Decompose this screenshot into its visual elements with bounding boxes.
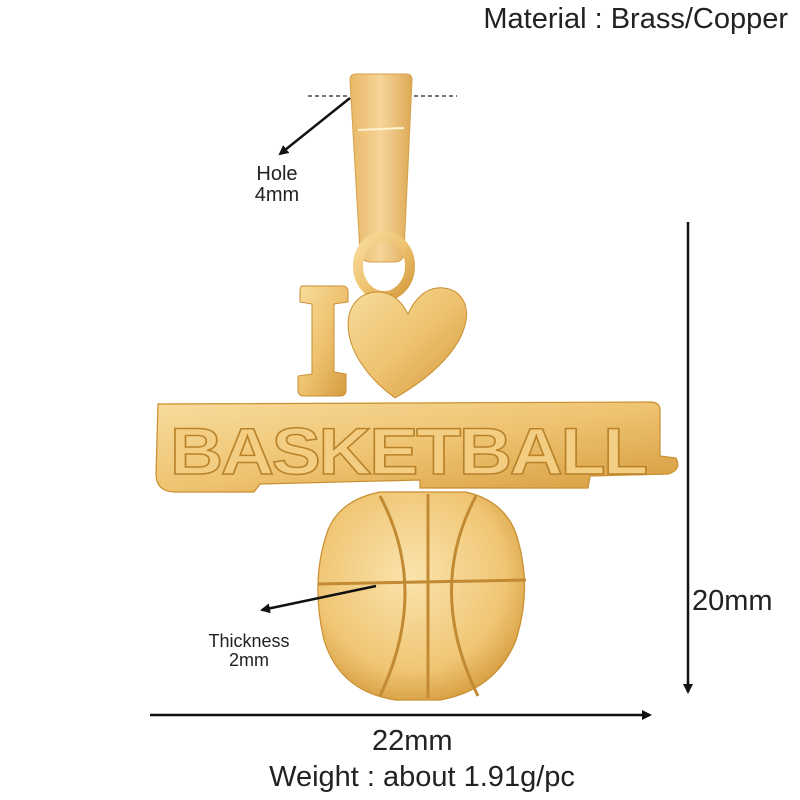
thickness-value: 2mm <box>229 649 269 670</box>
i-love-motif <box>297 285 467 399</box>
weight-label: Weight : about 1.91g/pc <box>269 761 575 793</box>
basketball <box>317 491 527 701</box>
hole-value: 4mm <box>254 184 300 206</box>
material-label: Material : Brass/Copper <box>483 3 788 35</box>
basketball-wordmark: BASKETBALL <box>155 401 679 493</box>
hole-arrow-icon <box>278 97 351 156</box>
width-dimension: 22mm <box>372 725 453 757</box>
hole-title: Hole <box>256 163 298 185</box>
height-dimension: 20mm <box>692 585 773 617</box>
hole-label: Hole 4mm <box>244 164 310 206</box>
thickness-arrow-icon <box>260 584 377 614</box>
thickness-label: Thickness 2mm <box>196 632 302 670</box>
thickness-title: Thickness <box>208 631 290 651</box>
bail <box>349 73 415 301</box>
svg-text:BASKETBALL: BASKETBALL <box>170 414 647 488</box>
